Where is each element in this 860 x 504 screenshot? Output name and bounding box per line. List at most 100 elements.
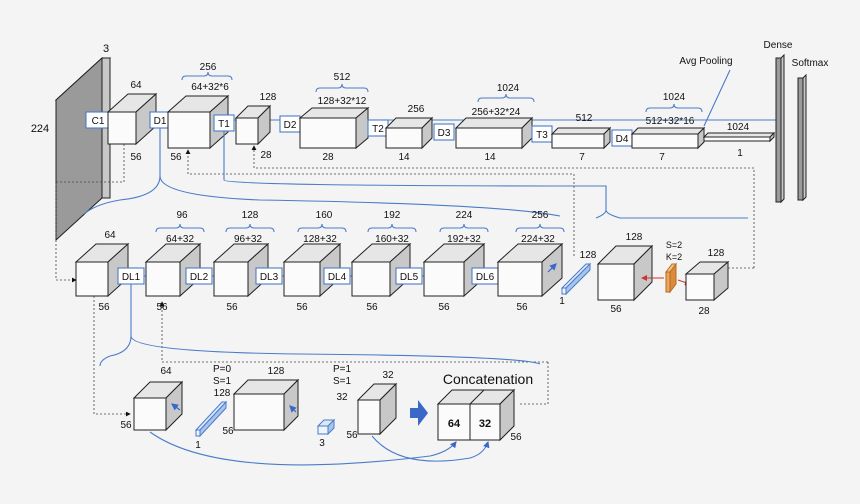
d1-expr: 64+32*6 (191, 82, 229, 93)
m3-size: 56 (296, 302, 308, 313)
m6-size: 56 (516, 302, 528, 313)
bottleneck-output-channels: 32 (382, 370, 394, 381)
d3-brace (477, 93, 535, 103)
transition-out-size: 28 (698, 306, 710, 317)
m4-expr: 160+32 (375, 234, 409, 245)
t3-size: 7 (579, 152, 585, 163)
d2-size: 28 (322, 152, 334, 163)
dl1-to-bottom-link (93, 296, 131, 417)
d4-size: 7 (659, 152, 665, 163)
feature-map-t1 (234, 104, 272, 146)
transition-return-link (251, 145, 755, 268)
m3-brace (297, 223, 347, 233)
m1-brace (155, 223, 205, 233)
transition-filter-size: 1 (559, 296, 565, 307)
dl2-label: DL2 (190, 272, 209, 283)
conv3x3-stride: S=1 (333, 376, 352, 387)
m4-brace (367, 223, 417, 233)
dl4-label-box (323, 267, 351, 285)
d1-size: 56 (170, 152, 182, 163)
conv1x1-size: 1 (195, 440, 201, 451)
m5-expr: 192+32 (447, 234, 481, 245)
t1-size: 28 (260, 150, 272, 161)
bottleneck-middle-arrow (289, 405, 297, 413)
c1-size: 56 (130, 152, 142, 163)
bottleneck-input-size: 56 (120, 420, 132, 431)
bottleneck-input-channels: 64 (160, 366, 172, 377)
m2-total: 128 (242, 210, 259, 221)
t2-size: 14 (398, 152, 410, 163)
avg-pooling-label: Avg Pooling (679, 56, 732, 67)
dl3-label: DL3 (260, 272, 279, 283)
concat-title: Concatenation (443, 371, 533, 387)
softmax-label: Softmax (792, 58, 829, 69)
softmax-layer (797, 73, 807, 202)
m4-size: 56 (366, 302, 378, 313)
feature-map-t3 (550, 126, 612, 150)
dense-layer-return-link (159, 301, 548, 363)
new-features-arrow (371, 435, 490, 462)
feature-map-t2 (384, 116, 434, 150)
c1-channels: 64 (130, 80, 142, 91)
bottleneck-middle (232, 378, 300, 432)
bottleneck-kernel-arrow (171, 403, 181, 411)
m6-kernel-arrow (547, 263, 557, 273)
dense-block-return-link (185, 149, 575, 256)
avg-pooling-pointer (703, 69, 731, 127)
t3-channels: 512 (576, 113, 593, 124)
m5-size: 56 (438, 302, 450, 313)
m3-expr: 128+32 (303, 234, 337, 245)
conv1x1-filter (194, 400, 228, 438)
dl3-label-box (255, 267, 283, 285)
dense-layer-2-output (212, 242, 270, 298)
dense-layer-6-output (496, 242, 564, 298)
concat-left-channels: 64 (448, 418, 461, 430)
m6-expr: 224+32 (521, 234, 555, 245)
d3-total: 1024 (497, 83, 520, 94)
concatenated-block (436, 388, 516, 442)
m5-total: 224 (456, 210, 473, 221)
conv3x3-filter (316, 418, 336, 436)
dl6-label: DL6 (476, 272, 495, 283)
d1-expand-brace (83, 128, 561, 217)
d4-total: 1024 (663, 92, 686, 103)
pool-stride: S=2 (666, 240, 682, 250)
concat-arrow-icon (410, 400, 428, 426)
conv1x1-padding: P=0 (213, 364, 232, 375)
d3-expr: 256+32*24 (472, 107, 521, 118)
dl1-expand-brace (99, 284, 541, 367)
feature-map-d4 (630, 126, 706, 150)
conv1x1-channels: 128 (214, 388, 231, 399)
dense-label: Dense (764, 40, 793, 51)
m5-brace (439, 223, 489, 233)
d2-brace (315, 83, 369, 93)
m6-total: 256 (532, 210, 549, 221)
transition-output (684, 260, 730, 302)
m2-expr: 96+32 (234, 234, 263, 245)
bottleneck-output-size: 56 (346, 430, 358, 441)
d2-total: 512 (334, 72, 351, 83)
dl2-label-box (185, 267, 213, 285)
c1-label: C1 (92, 116, 105, 127)
m0-channels: 64 (104, 230, 116, 241)
transition-filter (560, 262, 592, 296)
t1-expand-brace (223, 131, 748, 219)
m2-brace (225, 223, 275, 233)
feature-map-d1 (166, 94, 230, 150)
feature-map-d3 (454, 116, 534, 150)
d1-label: D1 (154, 116, 167, 127)
transition-input (596, 244, 654, 302)
d2-label: D2 (284, 120, 297, 131)
skip-connection-arrow (149, 431, 457, 466)
bottleneck-output (356, 382, 398, 436)
m2-size: 56 (226, 302, 238, 313)
conv1x1-stride: S=1 (213, 376, 232, 387)
input-channels: 3 (103, 43, 109, 55)
bottleneck-middle-size: 56 (222, 426, 234, 437)
d4-brace (645, 103, 703, 113)
fc-vector (702, 131, 776, 143)
concat-right-channels: 32 (479, 418, 491, 430)
concat-size: 56 (510, 432, 522, 443)
m1-total: 96 (176, 210, 188, 221)
t1-channels: 128 (260, 92, 277, 103)
